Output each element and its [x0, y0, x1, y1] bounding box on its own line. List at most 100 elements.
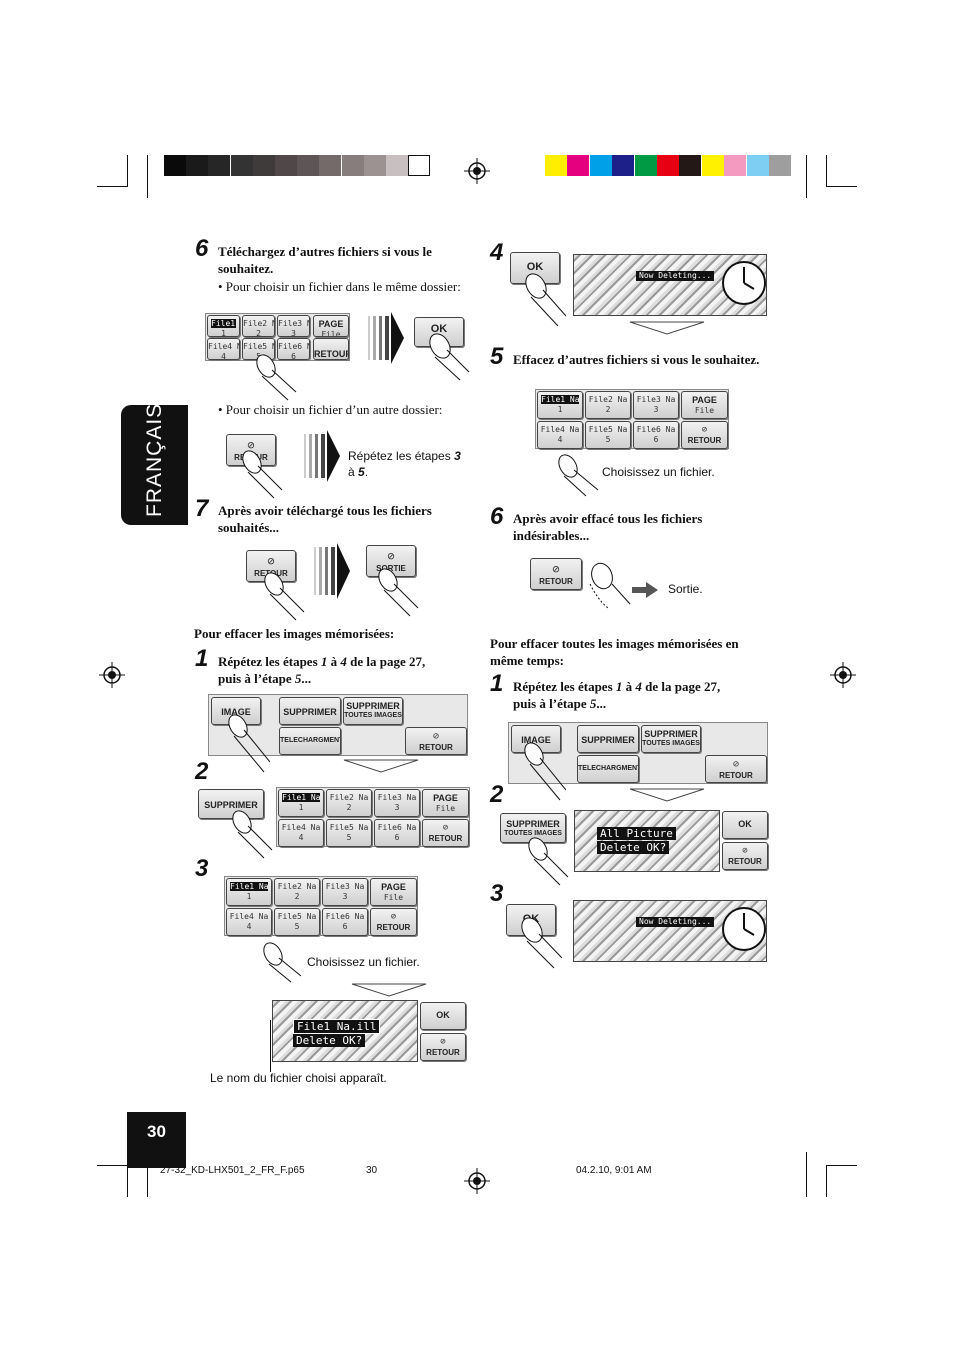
color-swatch	[724, 155, 747, 176]
step-number: 2	[490, 781, 504, 808]
gray-swatch	[319, 155, 342, 176]
delete-ok-line: Delete OK?	[597, 841, 670, 854]
choose-file-note: Choisissez un fichier.	[602, 465, 715, 479]
exit-note: Sortie.	[668, 582, 703, 596]
step-number: 3	[490, 880, 504, 907]
retour-button[interactable]: ⊘RETOUR	[530, 558, 582, 590]
telechargement-button[interactable]: TELECHARGMENT	[279, 727, 341, 755]
color-swatch	[657, 155, 679, 176]
page-number-box: 30	[127, 1112, 186, 1168]
retour-button[interactable]: ⊘RETOUR	[705, 755, 767, 783]
retour-button[interactable]: ⊘RETOUR	[722, 842, 768, 870]
section-heading: Pour effacer toutes les images mémorisée…	[490, 636, 739, 668]
clock-icon	[722, 261, 766, 305]
transition-arrow-icon	[314, 543, 350, 599]
clock-icon	[722, 907, 766, 951]
color-swatch	[634, 155, 657, 176]
retour-button[interactable]: ⊘RETOUR	[370, 908, 417, 936]
choose-file-note: Choisissez un fichier.	[307, 955, 420, 969]
retour-button[interactable]: ⊘RETOUR	[405, 727, 467, 755]
finger-pointer-icon	[521, 917, 562, 969]
retour-button[interactable]: RETOUR	[313, 338, 349, 360]
step-text: Répétez les étapes 1 à 4 de la page 27,p…	[218, 654, 426, 686]
footer-page: 30	[366, 1165, 378, 1176]
footer-date: 04.2.10, 9:01 AM	[576, 1165, 652, 1176]
language-tab-label: FRANÇAIS	[143, 402, 166, 517]
gray-swatch	[208, 155, 231, 176]
registration-target-icon	[99, 662, 125, 688]
gray-swatch	[252, 155, 275, 176]
color-swatch	[545, 155, 567, 176]
registration-target-icon	[464, 1168, 490, 1194]
color-swatch	[746, 155, 769, 176]
step-number: 1	[195, 645, 209, 672]
gray-swatch	[363, 155, 386, 176]
section-heading: Pour effacer les images mémorisées:	[194, 626, 395, 641]
step-text: Répétez les étapes 1 à 4 de la page 27,p…	[513, 679, 721, 711]
file-button-1[interactable]: File1 Na1	[207, 315, 240, 337]
file-button-6[interactable]: File6 Na6	[277, 338, 310, 360]
gray-swatch	[386, 155, 408, 176]
telechargement-button[interactable]: TELECHARGMENT	[577, 755, 639, 783]
right-arrow-icon	[632, 582, 658, 598]
retour-button[interactable]: ⊘RETOUR	[422, 819, 469, 847]
gray-swatch	[164, 155, 186, 176]
language-tab: FRANÇAIS	[121, 402, 188, 525]
page-number: 30	[147, 1122, 166, 1141]
file-button-3[interactable]: File3 Na3	[277, 315, 310, 337]
supprimer-button[interactable]: SUPPRIMER	[577, 725, 639, 753]
step-text: Après avoir téléchargé tous les fichiers…	[218, 503, 432, 535]
down-arrow-icon	[629, 788, 705, 802]
step-number: 5	[490, 343, 504, 370]
ok-button[interactable]: OK	[722, 811, 768, 839]
delete-all-confirm-screen: All Picture Delete OK?	[574, 810, 720, 872]
gray-swatch	[186, 155, 209, 176]
retour-button[interactable]: ⊘RETOUR	[420, 1033, 466, 1061]
down-arrow-icon	[629, 321, 705, 335]
supprimer-button[interactable]: SUPPRIMER	[279, 697, 341, 725]
finger-pointer-icon	[228, 714, 270, 773]
registration-target-icon	[830, 662, 856, 688]
retour-button[interactable]: ⊘RETOUR	[681, 421, 728, 449]
ok-button[interactable]: OK	[420, 1002, 466, 1030]
deleting-progress-screen: Now Deleting...	[573, 254, 767, 316]
down-arrow-icon	[343, 759, 419, 773]
transition-arrow-icon	[368, 312, 404, 364]
gray-swatch	[297, 155, 320, 176]
deleting-progress-screen: Now Deleting...	[573, 900, 767, 962]
color-swatch	[679, 155, 702, 176]
file-button-2[interactable]: File2 Na2	[242, 315, 275, 337]
supprimer-button[interactable]: SUPPRIMER	[198, 789, 264, 819]
file-button-4[interactable]: File4 Na4	[207, 338, 240, 360]
step-text: Après avoir effacé tous les fichiers ind…	[513, 511, 703, 543]
gray-swatch	[408, 155, 431, 176]
color-swatch	[701, 155, 724, 176]
